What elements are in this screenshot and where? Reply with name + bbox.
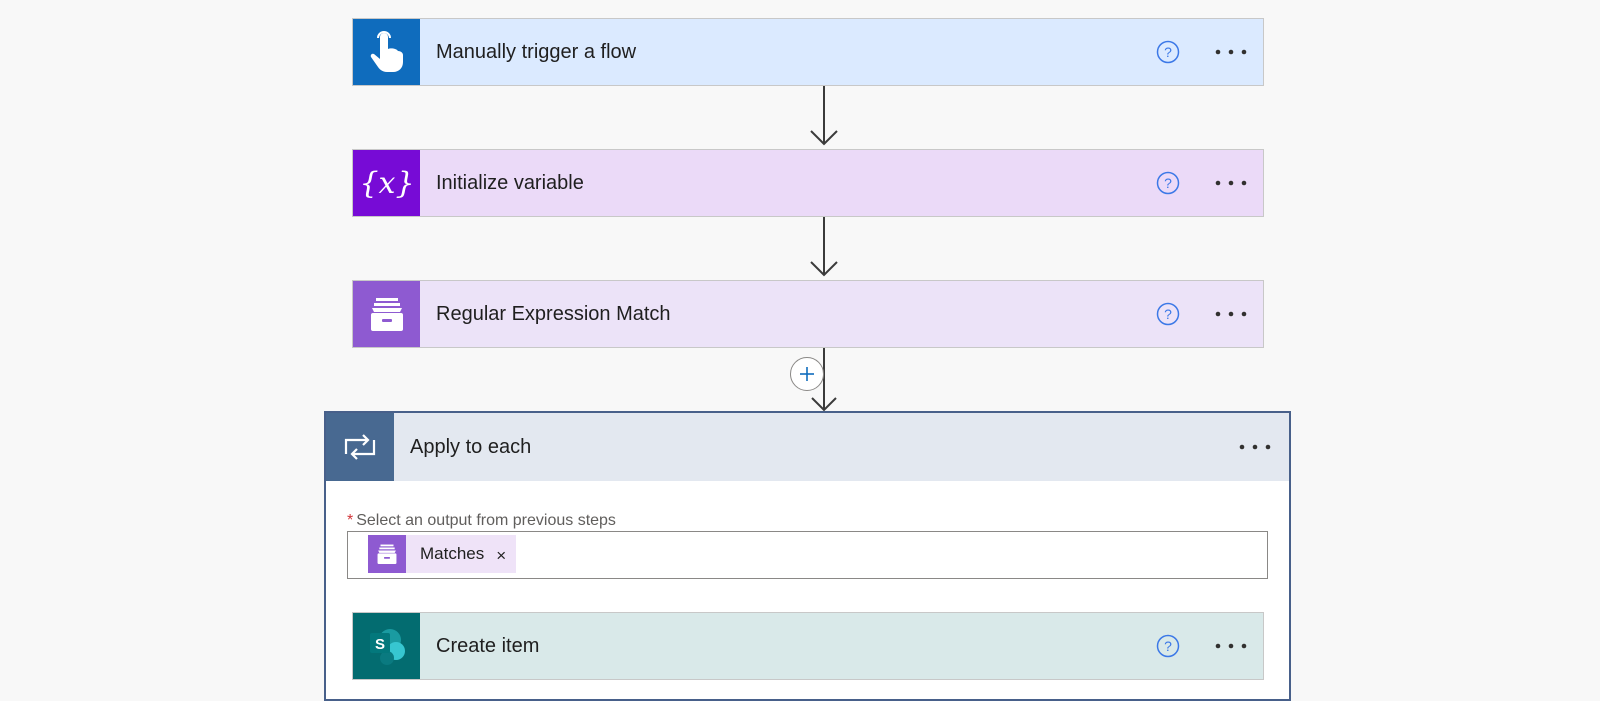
help-icon: ? [1156,40,1180,64]
svg-text:?: ? [1164,638,1172,654]
svg-text:S: S [374,636,384,653]
step-title: Manually trigger a flow [436,40,637,63]
more-options-button[interactable] [1211,19,1251,85]
step-icon-box [326,413,394,481]
more-options-button[interactable] [1235,413,1275,481]
touch-hand-icon [370,31,403,72]
connector-arrow [810,86,838,146]
token-label: Matches [420,544,485,563]
insert-step-button[interactable] [790,357,824,391]
step-card-initialize-variable[interactable]: {x} Initialize variable ? [352,149,1264,217]
more-options-button[interactable] [1211,281,1251,347]
dynamic-content-token[interactable]: Matches × [368,535,517,573]
remove-token-button[interactable]: × [496,545,507,565]
svg-text:{x}: {x} [362,166,412,201]
output-field-label: *Select an output from previous steps [347,512,616,530]
field-label-text: Select an output from previous steps [356,512,616,529]
step-icon-box: S [353,613,420,679]
ellipsis-icon [1215,643,1247,649]
token-icon-box [368,535,406,573]
ellipsis-icon [1215,49,1247,55]
apply-to-each-container: Apply to each *Select an output from pre… [324,411,1291,701]
apply-to-each-title: Apply to each [410,435,532,458]
ellipsis-icon [1215,311,1247,317]
step-title: Regular Expression Match [436,302,671,325]
more-options-button[interactable] [1211,613,1251,679]
help-icon: ? [1156,302,1180,326]
plus-icon [800,367,814,381]
output-select-input[interactable]: Matches × [347,531,1268,579]
step-card-manual-trigger[interactable]: Manually trigger a flow ? [352,18,1264,86]
more-options-button[interactable] [1211,150,1251,216]
svg-text:?: ? [1164,44,1172,60]
apply-to-each-header[interactable]: Apply to each [326,413,1289,481]
step-title: Initialize variable [436,171,584,194]
step-title: Create item [436,634,540,657]
connector-line [811,348,837,412]
help-button[interactable]: ? [1155,150,1181,216]
required-mark: * [347,512,354,529]
file-cabinet-icon [377,544,397,565]
sharepoint-icon: S [369,629,405,665]
ellipsis-icon [1239,444,1271,450]
help-button[interactable]: ? [1155,19,1181,85]
ellipsis-icon [1215,180,1247,186]
step-icon-box [353,19,420,85]
step-card-regex-match[interactable]: Regular Expression Match ? [352,280,1264,348]
step-icon-box: {x} [353,150,420,216]
connector-arrow [810,217,838,277]
svg-text:?: ? [1164,175,1172,191]
help-icon: ? [1156,634,1180,658]
help-button[interactable]: ? [1155,613,1181,679]
svg-text:?: ? [1164,306,1172,322]
help-icon: ? [1156,171,1180,195]
step-card-create-item[interactable]: S Create item ? [352,612,1264,680]
loop-arrows-icon [344,434,376,460]
help-button[interactable]: ? [1155,281,1181,347]
step-icon-box [353,281,420,347]
file-cabinet-icon [370,298,403,331]
variable-braces-icon: {x} [362,166,412,201]
